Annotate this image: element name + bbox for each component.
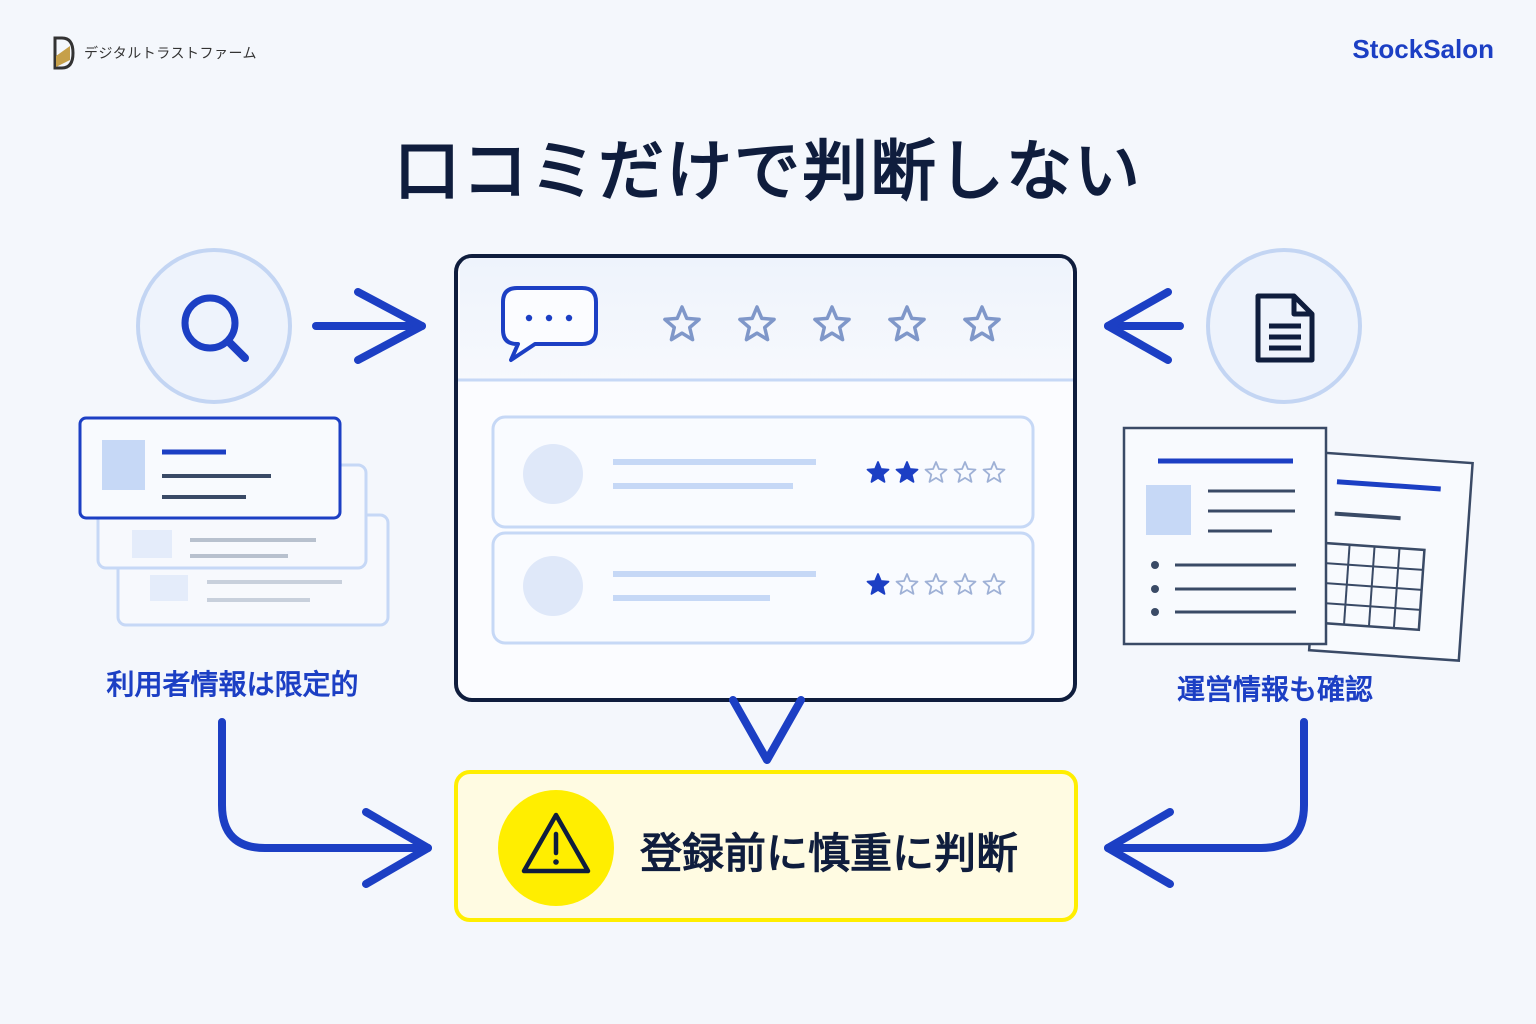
logo-icon	[53, 36, 75, 70]
top-rating-stars	[663, 305, 1001, 342]
result-text: 登録前に慎重に判断	[640, 829, 1019, 878]
brand-left: デジタルトラストファーム	[52, 36, 257, 70]
star-icon	[813, 305, 851, 342]
search-circle	[136, 248, 292, 404]
result-box	[454, 770, 1078, 922]
star-icon	[663, 305, 701, 342]
arrow-right-to-panel	[1104, 288, 1184, 364]
review-1-stars	[866, 461, 1006, 483]
arrow-panel-to-result	[729, 696, 805, 764]
avatar	[523, 556, 583, 616]
warning-icon	[521, 812, 591, 874]
left-caption: 利用者情報は限定的	[106, 668, 359, 701]
arrow-left-to-result	[218, 718, 432, 888]
brand-left-name: デジタルトラストファーム	[84, 46, 258, 62]
arrow-left-to-panel	[312, 288, 426, 364]
star-icon	[895, 461, 919, 483]
star-icon	[866, 461, 890, 483]
star-icon	[953, 573, 977, 595]
document-circle	[1206, 248, 1362, 404]
right-caption: 運営情報も確認	[1176, 673, 1373, 706]
brand-right-name: StockSalon	[1352, 34, 1494, 64]
review-panel	[454, 254, 1077, 702]
star-icon	[895, 573, 919, 595]
arrow-right-to-result	[1104, 718, 1308, 888]
star-icon	[953, 461, 977, 483]
review-card-2	[491, 531, 1035, 645]
review-card-1	[491, 415, 1035, 529]
page-title: 口コミだけで判断しない	[394, 133, 1142, 210]
user-info-cards	[78, 416, 390, 627]
review-2-stars	[866, 573, 1006, 595]
star-icon	[963, 305, 1001, 342]
chat-icon	[501, 286, 598, 362]
star-icon	[982, 573, 1006, 595]
star-icon	[888, 305, 926, 342]
star-icon	[924, 573, 948, 595]
document-icon	[1255, 293, 1315, 363]
operator-info-documents	[1122, 426, 1474, 662]
star-icon	[738, 305, 776, 342]
star-icon	[982, 461, 1006, 483]
star-icon	[866, 573, 890, 595]
avatar	[523, 444, 583, 504]
star-icon	[924, 461, 948, 483]
search-icon	[181, 294, 249, 362]
